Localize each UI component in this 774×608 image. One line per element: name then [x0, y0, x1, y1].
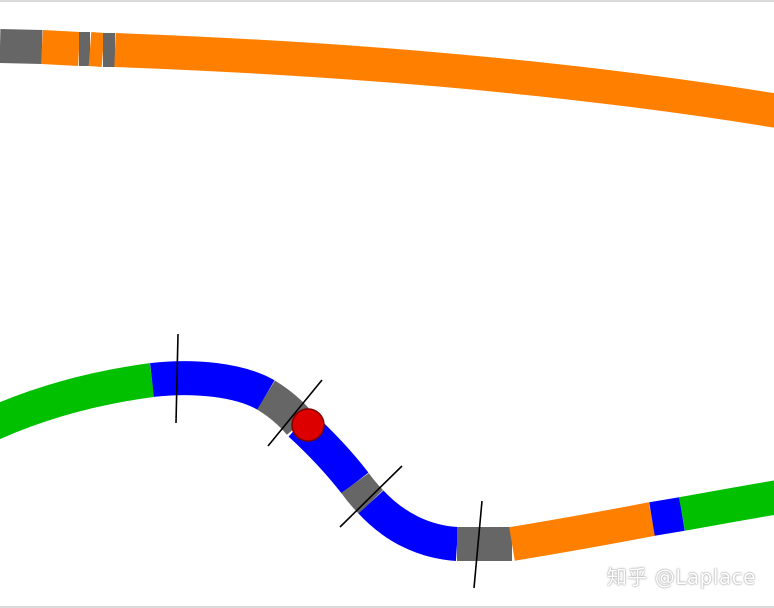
boundary-tick-4 — [473, 500, 483, 589]
boundary-tick-2 — [267, 379, 323, 447]
lower-lane — [0, 361, 774, 561]
lower-lane-segment-blue-4 — [649, 497, 685, 536]
lower-lane-segment-blue-3 — [358, 490, 459, 561]
upper-lane-segment-gray-start — [0, 29, 43, 64]
lower-lane-segment-green-right — [678, 480, 774, 531]
lower-lane-segment-green-left — [0, 363, 155, 440]
boundary-tick-3 — [339, 465, 403, 528]
boundary-ticks — [175, 333, 483, 589]
upper-lane-segment-orange-long — [114, 33, 774, 128]
lower-lane-segment-blue-1 — [150, 361, 275, 411]
upper-lane — [0, 29, 774, 128]
vehicle-marker-icon — [291, 408, 325, 442]
lower-lane-segment-gray-2 — [341, 473, 384, 515]
watermark: 知乎 @Laplace — [606, 565, 756, 589]
boundary-tick-1 — [175, 333, 179, 424]
lower-lane-segment-orange — [509, 502, 656, 561]
upper-lane-segment-orange-gap — [88, 32, 105, 67]
upper-lane-segment-orange-short — [41, 30, 80, 66]
